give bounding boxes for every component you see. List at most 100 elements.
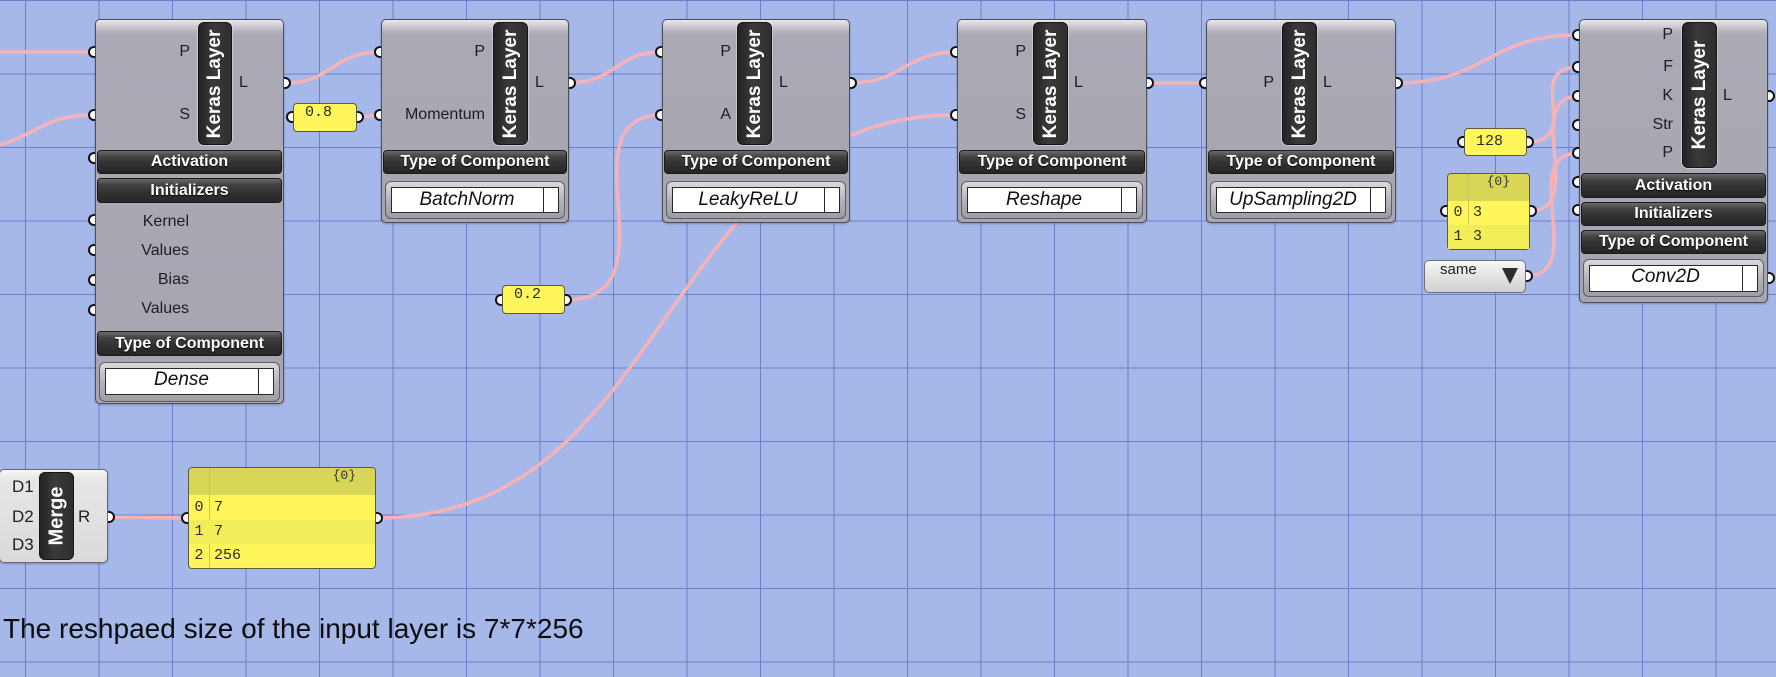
reshape-size-list-panel[interactable]: {0} 0 7 1 7 2 256 <box>181 467 383 569</box>
input-port-bias-values[interactable] <box>88 304 95 316</box>
list-item: 1 7 <box>189 520 375 544</box>
input-port-f[interactable] <box>1572 61 1579 73</box>
keras-layer-leakyrelu-component[interactable]: Keras Layer P A L Type of Component Leak… <box>655 19 857 223</box>
list-index: 2 <box>194 547 204 564</box>
component-title-pill: Merge <box>39 472 74 560</box>
type-dropdown-field[interactable]: Reshape <box>967 187 1137 213</box>
input-port-p[interactable] <box>1199 77 1206 89</box>
list-index: 0 <box>1453 204 1463 221</box>
kernel-size-list-panel[interactable]: {0} 0 3 1 3 <box>1440 173 1537 250</box>
activation-section-bar[interactable]: Activation <box>1581 173 1766 198</box>
dropdown-toggle-box[interactable] <box>1742 266 1757 291</box>
dropdown-toggle-box[interactable] <box>258 369 273 394</box>
alpha-value-panel[interactable]: 0.2 <box>495 285 572 314</box>
keras-layer-reshape-component[interactable]: Keras Layer P S L Type of Component Resh… <box>950 19 1154 223</box>
dropdown-arrow-icon[interactable] <box>1502 268 1518 284</box>
input-port-a[interactable] <box>655 109 662 121</box>
type-of-component-bar[interactable]: Type of Component <box>664 150 848 174</box>
momentum-value: 0.8 <box>305 104 333 121</box>
type-of-component-bar[interactable]: Type of Component <box>1581 230 1766 254</box>
merge-component[interactable]: D1 D2 D3 Merge R <box>0 469 115 563</box>
keras-layer-dense-component[interactable]: Keras Layer P S L Activation Initializer… <box>88 19 291 404</box>
input-label-p: P <box>474 43 485 60</box>
dropdown-toggle-box[interactable] <box>1121 188 1136 212</box>
input-port-k[interactable] <box>1572 90 1579 102</box>
output-port-l[interactable] <box>284 77 291 89</box>
type-dropdown[interactable]: UpSampling2D <box>1210 181 1392 219</box>
input-port-initializers[interactable] <box>1572 204 1579 216</box>
initializers-section-bar[interactable]: Initializers <box>97 178 282 203</box>
value-list-output-port[interactable] <box>1526 270 1533 282</box>
output-port-l[interactable] <box>569 77 576 89</box>
output-port-l[interactable] <box>850 77 857 89</box>
panel-input-port[interactable] <box>495 294 502 306</box>
input-port-kernel-values[interactable] <box>88 244 95 256</box>
type-dropdown-field[interactable]: BatchNorm <box>391 187 559 213</box>
type-dropdown[interactable]: BatchNorm <box>385 181 565 219</box>
type-output-port[interactable] <box>1768 272 1775 284</box>
type-dropdown[interactable]: Conv2D <box>1583 259 1764 297</box>
type-dropdown[interactable]: Dense <box>99 362 280 402</box>
type-dropdown-field[interactable]: Conv2D <box>1589 265 1758 292</box>
input-port-bias[interactable] <box>88 274 95 286</box>
input-label-padding: P <box>1662 144 1673 161</box>
list-index: 1 <box>194 523 204 540</box>
type-of-component-bar[interactable]: Type of Component <box>959 150 1145 174</box>
initializers-section-bar[interactable]: Initializers <box>1581 202 1766 226</box>
input-port-s[interactable] <box>88 109 95 121</box>
output-port-l[interactable] <box>1396 77 1403 89</box>
panel-input-port[interactable] <box>1457 136 1464 148</box>
keras-layer-conv2d-component[interactable]: Keras Layer P F K Str P L Activation Ini… <box>1572 19 1775 303</box>
index-divider <box>1468 174 1469 249</box>
component-title-pill: Keras Layer <box>198 22 232 145</box>
panel-input-port[interactable] <box>181 512 188 524</box>
input-port-activation[interactable] <box>1572 176 1579 188</box>
activation-section-bar[interactable]: Activation <box>97 150 282 174</box>
input-port-kernel[interactable] <box>88 214 95 226</box>
input-port-s[interactable] <box>950 109 957 121</box>
input-port-padding[interactable] <box>1572 147 1579 159</box>
input-port-momentum[interactable] <box>374 109 381 121</box>
type-of-component-bar[interactable]: Type of Component <box>383 150 567 174</box>
panel-output-port[interactable] <box>357 111 364 123</box>
type-of-component-bar[interactable]: Type of Component <box>1208 150 1394 174</box>
type-dropdown-field[interactable]: UpSampling2D <box>1216 187 1386 213</box>
keras-layer-upsampling2d-component[interactable]: Keras Layer P L Type of Component UpSamp… <box>1199 19 1403 223</box>
output-label-l: L <box>239 74 248 91</box>
type-dropdown-field[interactable]: LeakyReLU <box>672 187 840 213</box>
output-port-r[interactable] <box>108 511 115 523</box>
panel-output-port[interactable] <box>1530 205 1537 217</box>
panel-input-port[interactable] <box>286 111 293 123</box>
dropdown-toggle-box[interactable] <box>1370 188 1385 212</box>
panel-input-port[interactable] <box>1440 205 1447 217</box>
input-port-p[interactable] <box>950 46 957 58</box>
type-of-component-bar[interactable]: Type of Component <box>97 331 282 356</box>
input-label-p: P <box>720 43 731 60</box>
panel-output-port[interactable] <box>1527 136 1534 148</box>
list-item: 0 7 <box>189 495 375 520</box>
filters-value-panel[interactable]: 128 <box>1457 128 1534 156</box>
dropdown-toggle-box[interactable] <box>543 188 558 212</box>
input-label-kernel: Kernel <box>142 213 189 230</box>
input-port-str[interactable] <box>1572 119 1579 131</box>
panel-output-port[interactable] <box>376 512 383 524</box>
input-port-activation[interactable] <box>88 152 95 164</box>
type-dropdown[interactable]: Reshape <box>961 181 1143 219</box>
input-port-p[interactable] <box>655 46 662 58</box>
type-dropdown[interactable]: LeakyReLU <box>666 181 846 219</box>
dropdown-toggle-box[interactable] <box>824 188 839 212</box>
type-dropdown-field[interactable]: Dense <box>105 368 274 395</box>
momentum-value-panel[interactable]: 0.8 <box>286 103 364 132</box>
input-port-p[interactable] <box>1572 29 1579 41</box>
keras-layer-batchnorm-component[interactable]: Keras Layer P Momentum L Type of Compone… <box>374 19 576 223</box>
panel-output-port[interactable] <box>565 294 572 306</box>
input-label-bias-values: Values <box>141 300 189 317</box>
type-dropdown-value: Reshape <box>1005 189 1083 210</box>
output-port-l[interactable] <box>1768 90 1775 102</box>
component-title: Keras Layer <box>743 29 765 138</box>
output-port-l[interactable] <box>1147 77 1154 89</box>
input-port-p[interactable] <box>88 46 95 58</box>
padding-value-list[interactable]: same <box>1424 260 1533 293</box>
input-port-p[interactable] <box>374 46 381 58</box>
